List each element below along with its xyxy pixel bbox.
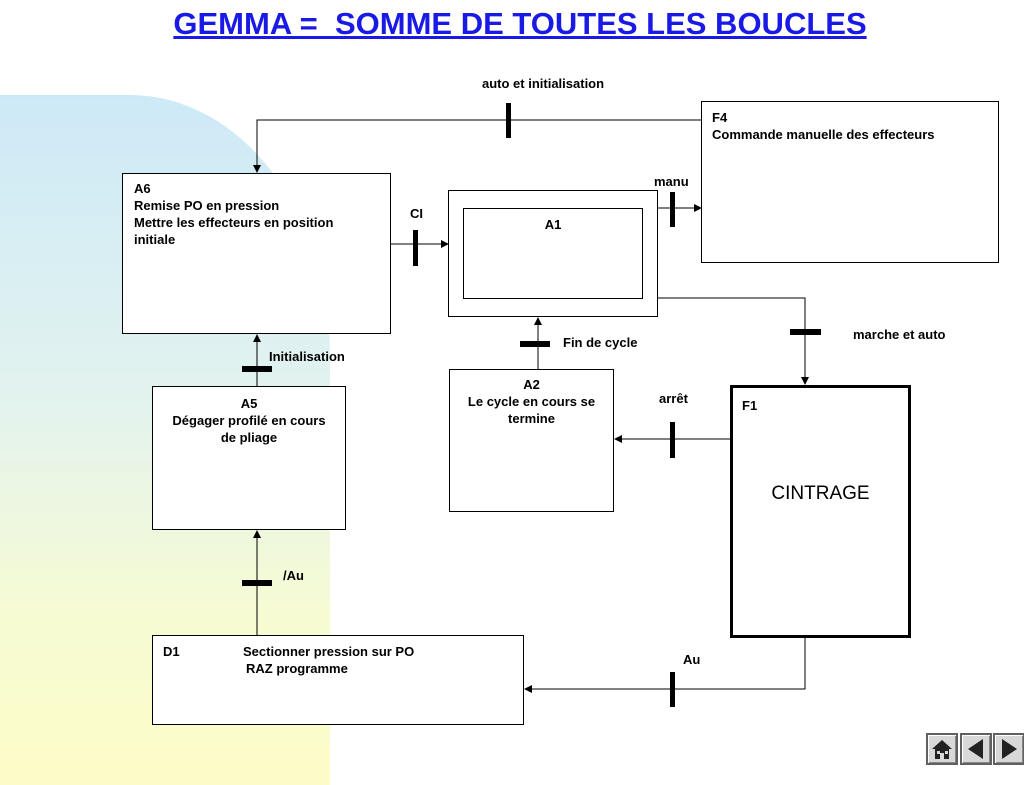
- home-button[interactable]: [926, 733, 958, 765]
- link-a1-to-f1: [657, 297, 809, 385]
- transition-bar-au-bar: [242, 580, 272, 586]
- label-manu: manu: [654, 174, 689, 189]
- label-au-bar: /Au: [283, 568, 304, 583]
- link-f4-to-a6: [253, 119, 702, 173]
- page-title: GEMMA = SOMME DE TOUTES LES BOUCLES: [173, 6, 867, 41]
- box-a5-line-2: de pliage: [220, 430, 278, 445]
- next-button[interactable]: [993, 733, 1024, 765]
- box-d1-line-1: Sectionner pression sur PO: [243, 644, 415, 659]
- transition-bar-ci: [413, 230, 418, 266]
- box-f4-id: F4: [712, 110, 728, 125]
- box-a6-line-2: Mettre les effecteurs en position: [134, 215, 334, 230]
- transition-bar-auto-init: [506, 103, 511, 138]
- box-a2-line-2: termine: [508, 411, 555, 426]
- box-f4: F4 Commande manuelle des effecteurs: [701, 101, 999, 263]
- label-marche-auto: marche et auto: [853, 327, 946, 342]
- box-a5-id: A5: [240, 396, 258, 411]
- arrow-right-icon: [1002, 739, 1017, 759]
- box-a1: A1: [463, 208, 643, 299]
- label-ci: CI: [410, 206, 423, 221]
- box-a1-id: A1: [544, 217, 562, 232]
- transition-bar-marche-auto: [790, 329, 821, 335]
- transition-bar-au: [670, 672, 675, 707]
- box-a6: A6 Remise PO en pression Mettre les effe…: [122, 173, 391, 334]
- box-a2: A2 Le cycle en cours se termine: [449, 369, 614, 512]
- label-initialisation: Initialisation: [269, 349, 345, 364]
- box-a5: A5 Dégager profilé en cours de pliage: [152, 386, 346, 530]
- home-icon: [932, 740, 952, 759]
- box-a5-line-1: Dégager profilé en cours: [172, 413, 326, 428]
- transition-bar-initialisation: [242, 366, 272, 372]
- transition-bar-fin-cycle: [520, 341, 550, 347]
- box-a2-line-1: Le cycle en cours se: [467, 394, 596, 409]
- transition-bar-arret: [670, 422, 675, 458]
- box-d1-line-2: RAZ programme: [246, 661, 348, 676]
- diagram-connections: [242, 103, 821, 707]
- box-a6-line-1: Remise PO en pression: [134, 198, 280, 213]
- label-fin-cycle: Fin de cycle: [563, 335, 638, 350]
- box-f1: F1 CINTRAGE: [730, 385, 911, 638]
- label-arret: arrêt: [659, 391, 688, 406]
- box-d1: D1 Sectionner pression sur PO RAZ progra…: [152, 635, 524, 725]
- transition-bar-manu: [670, 192, 675, 227]
- box-a6-line-3: initiale: [134, 232, 176, 247]
- box-f1-id: F1: [742, 398, 758, 413]
- box-f1-main: CINTRAGE: [771, 483, 870, 504]
- arrow-left-icon: [968, 739, 983, 759]
- label-au: Au: [683, 652, 701, 667]
- link-f1-to-d1: [524, 637, 806, 693]
- previous-button[interactable]: [960, 733, 992, 765]
- box-f4-line-1: Commande manuelle des effecteurs: [712, 127, 935, 142]
- box-a6-id: A6: [134, 181, 151, 196]
- box-a2-id: A2: [523, 377, 540, 392]
- box-d1-id: D1: [163, 644, 180, 659]
- label-auto-init: auto et initialisation: [482, 76, 605, 91]
